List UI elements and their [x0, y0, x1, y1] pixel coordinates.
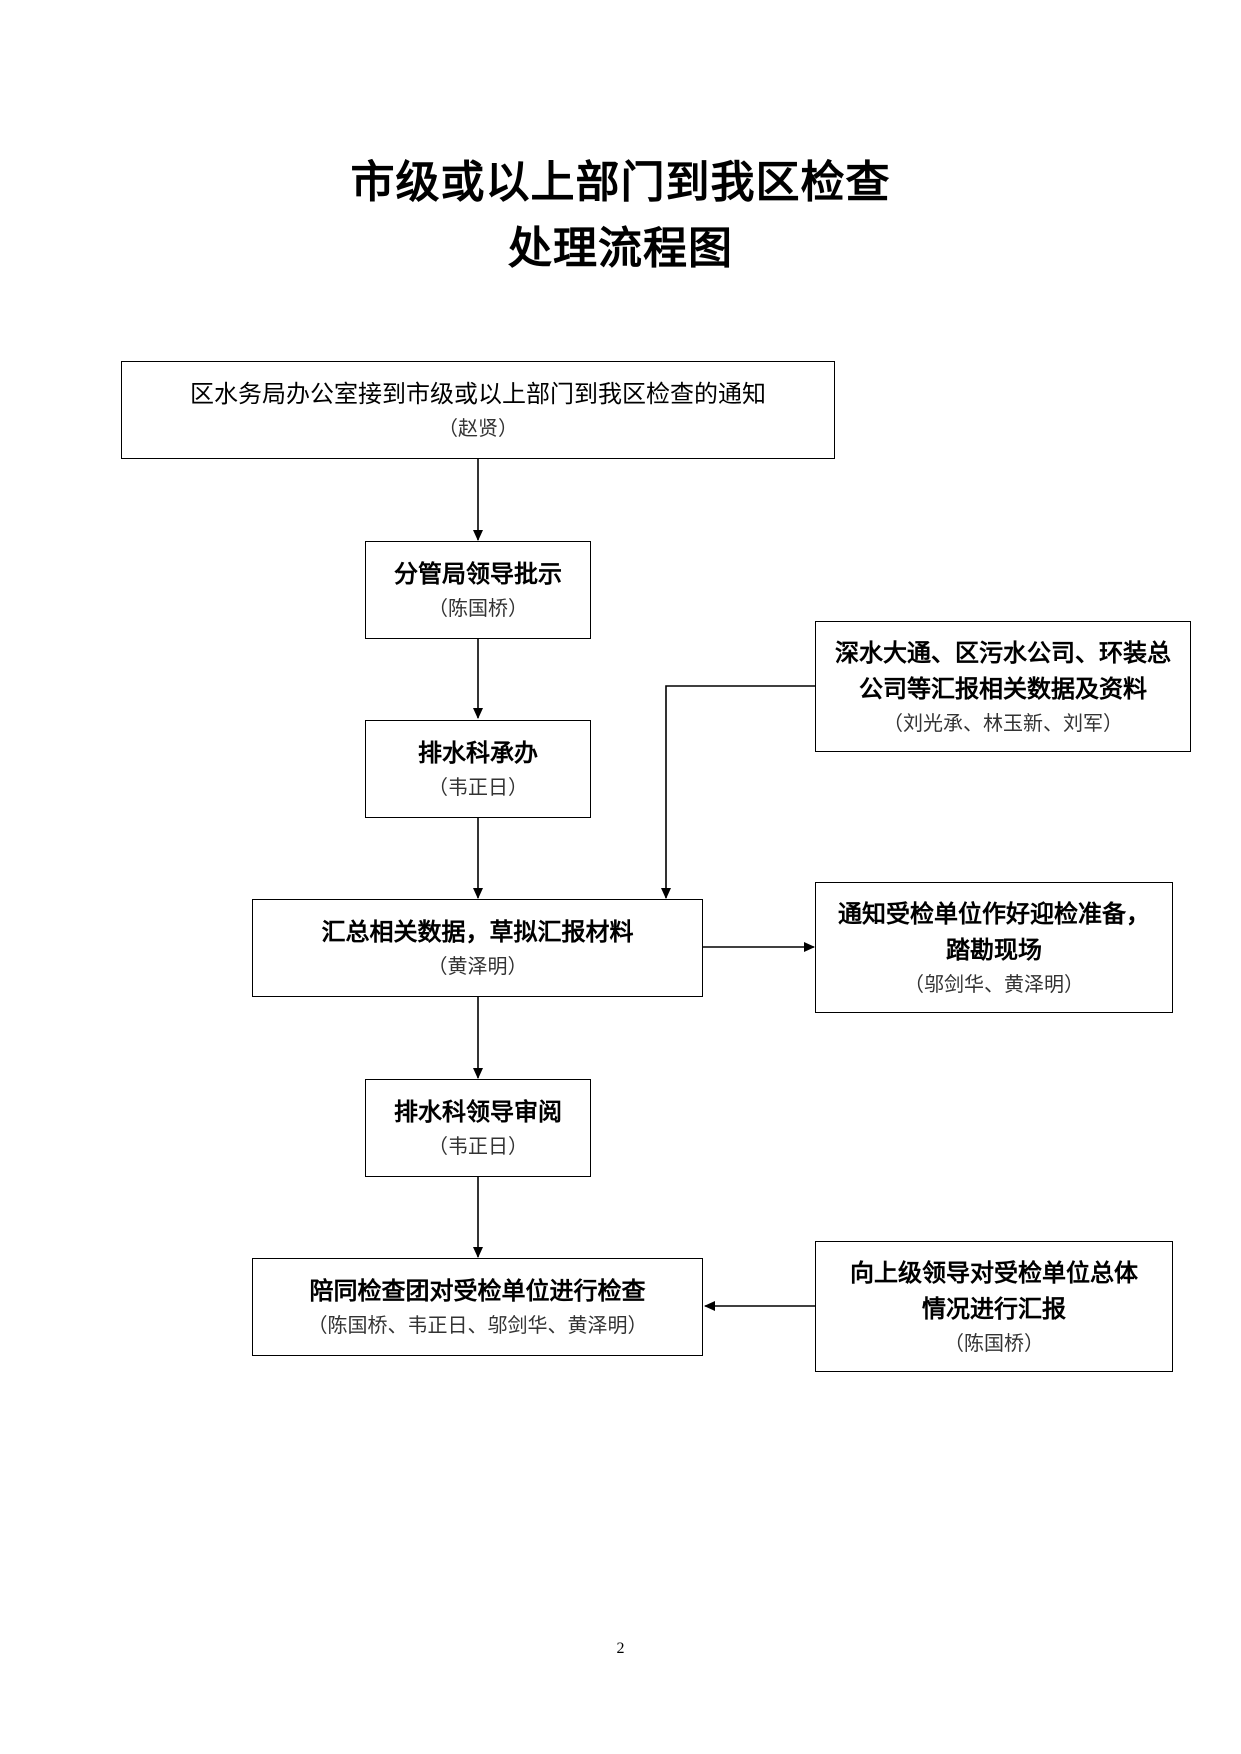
node-review-person: （韦正日） — [428, 1134, 528, 1158]
node-prepare-text-line2: 踏勘现场 — [946, 934, 1042, 964]
node-notice-person: （赵贤） — [438, 416, 518, 440]
node-prepare-text-line1: 通知受检单位作好迎检准备， — [838, 898, 1150, 928]
node-approve: 分管局领导批示 （陈国桥） — [365, 541, 591, 639]
node-accompany-text: 陪同检查团对受检单位进行检查 — [309, 1276, 646, 1305]
node-approve-text: 分管局领导批示 — [394, 559, 562, 588]
node-report-up: 向上级领导对受检单位总体 情况进行汇报 （陈国桥） — [815, 1241, 1173, 1372]
node-summarize-text: 汇总相关数据，草拟汇报材料 — [321, 917, 634, 946]
node-report-up-text-line1: 向上级领导对受检单位总体 — [850, 1257, 1138, 1287]
node-report-data-person: （刘光承、林玉新、刘军） — [883, 710, 1123, 735]
node-review: 排水科领导审阅 （韦正日） — [365, 1079, 591, 1177]
diagram-title-line2: 处理流程图 — [508, 223, 733, 274]
diagram-title-line1: 市级或以上部门到我区检查 — [350, 157, 891, 208]
node-notice: 区水务局办公室接到市级或以上部门到我区检查的通知 （赵贤） — [121, 361, 835, 459]
node-summarize: 汇总相关数据，草拟汇报材料 （黄泽明） — [252, 899, 703, 997]
node-prepare: 通知受检单位作好迎检准备， 踏勘现场 （邬剑华、黄泽明） — [815, 882, 1173, 1013]
node-summarize-person: （黄泽明） — [427, 954, 528, 978]
node-report-data: 深水大通、区污水公司、环装总 公司等汇报相关数据及资料 （刘光承、林玉新、刘军） — [815, 621, 1191, 752]
node-approve-person: （陈国桥） — [428, 596, 528, 620]
node-review-text: 排水科领导审阅 — [394, 1097, 562, 1126]
node-report-up-person: （陈国桥） — [944, 1330, 1044, 1355]
arrow-reportdata-to-summarize — [661, 685, 815, 899]
node-report-up-text-line2: 情况进行汇报 — [922, 1293, 1066, 1323]
node-undertake: 排水科承办 （韦正日） — [365, 720, 591, 818]
node-accompany-person: （陈国桥、韦正日、邬剑华、黄泽明） — [307, 1313, 648, 1337]
node-accompany: 陪同检查团对受检单位进行检查 （陈国桥、韦正日、邬剑华、黄泽明） — [252, 1258, 703, 1356]
node-undertake-person: （韦正日） — [428, 775, 528, 799]
node-report-data-text-line2: 公司等汇报相关数据及资料 — [859, 673, 1147, 703]
node-prepare-person: （邬剑华、黄泽明） — [904, 971, 1084, 996]
node-report-data-text-line1: 深水大通、区污水公司、环装总 — [835, 637, 1171, 667]
node-undertake-text: 排水科承办 — [418, 738, 538, 767]
page-number: 2 — [616, 1640, 625, 1657]
node-notice-text: 区水务局办公室接到市级或以上部门到我区检查的通知 — [190, 380, 766, 408]
